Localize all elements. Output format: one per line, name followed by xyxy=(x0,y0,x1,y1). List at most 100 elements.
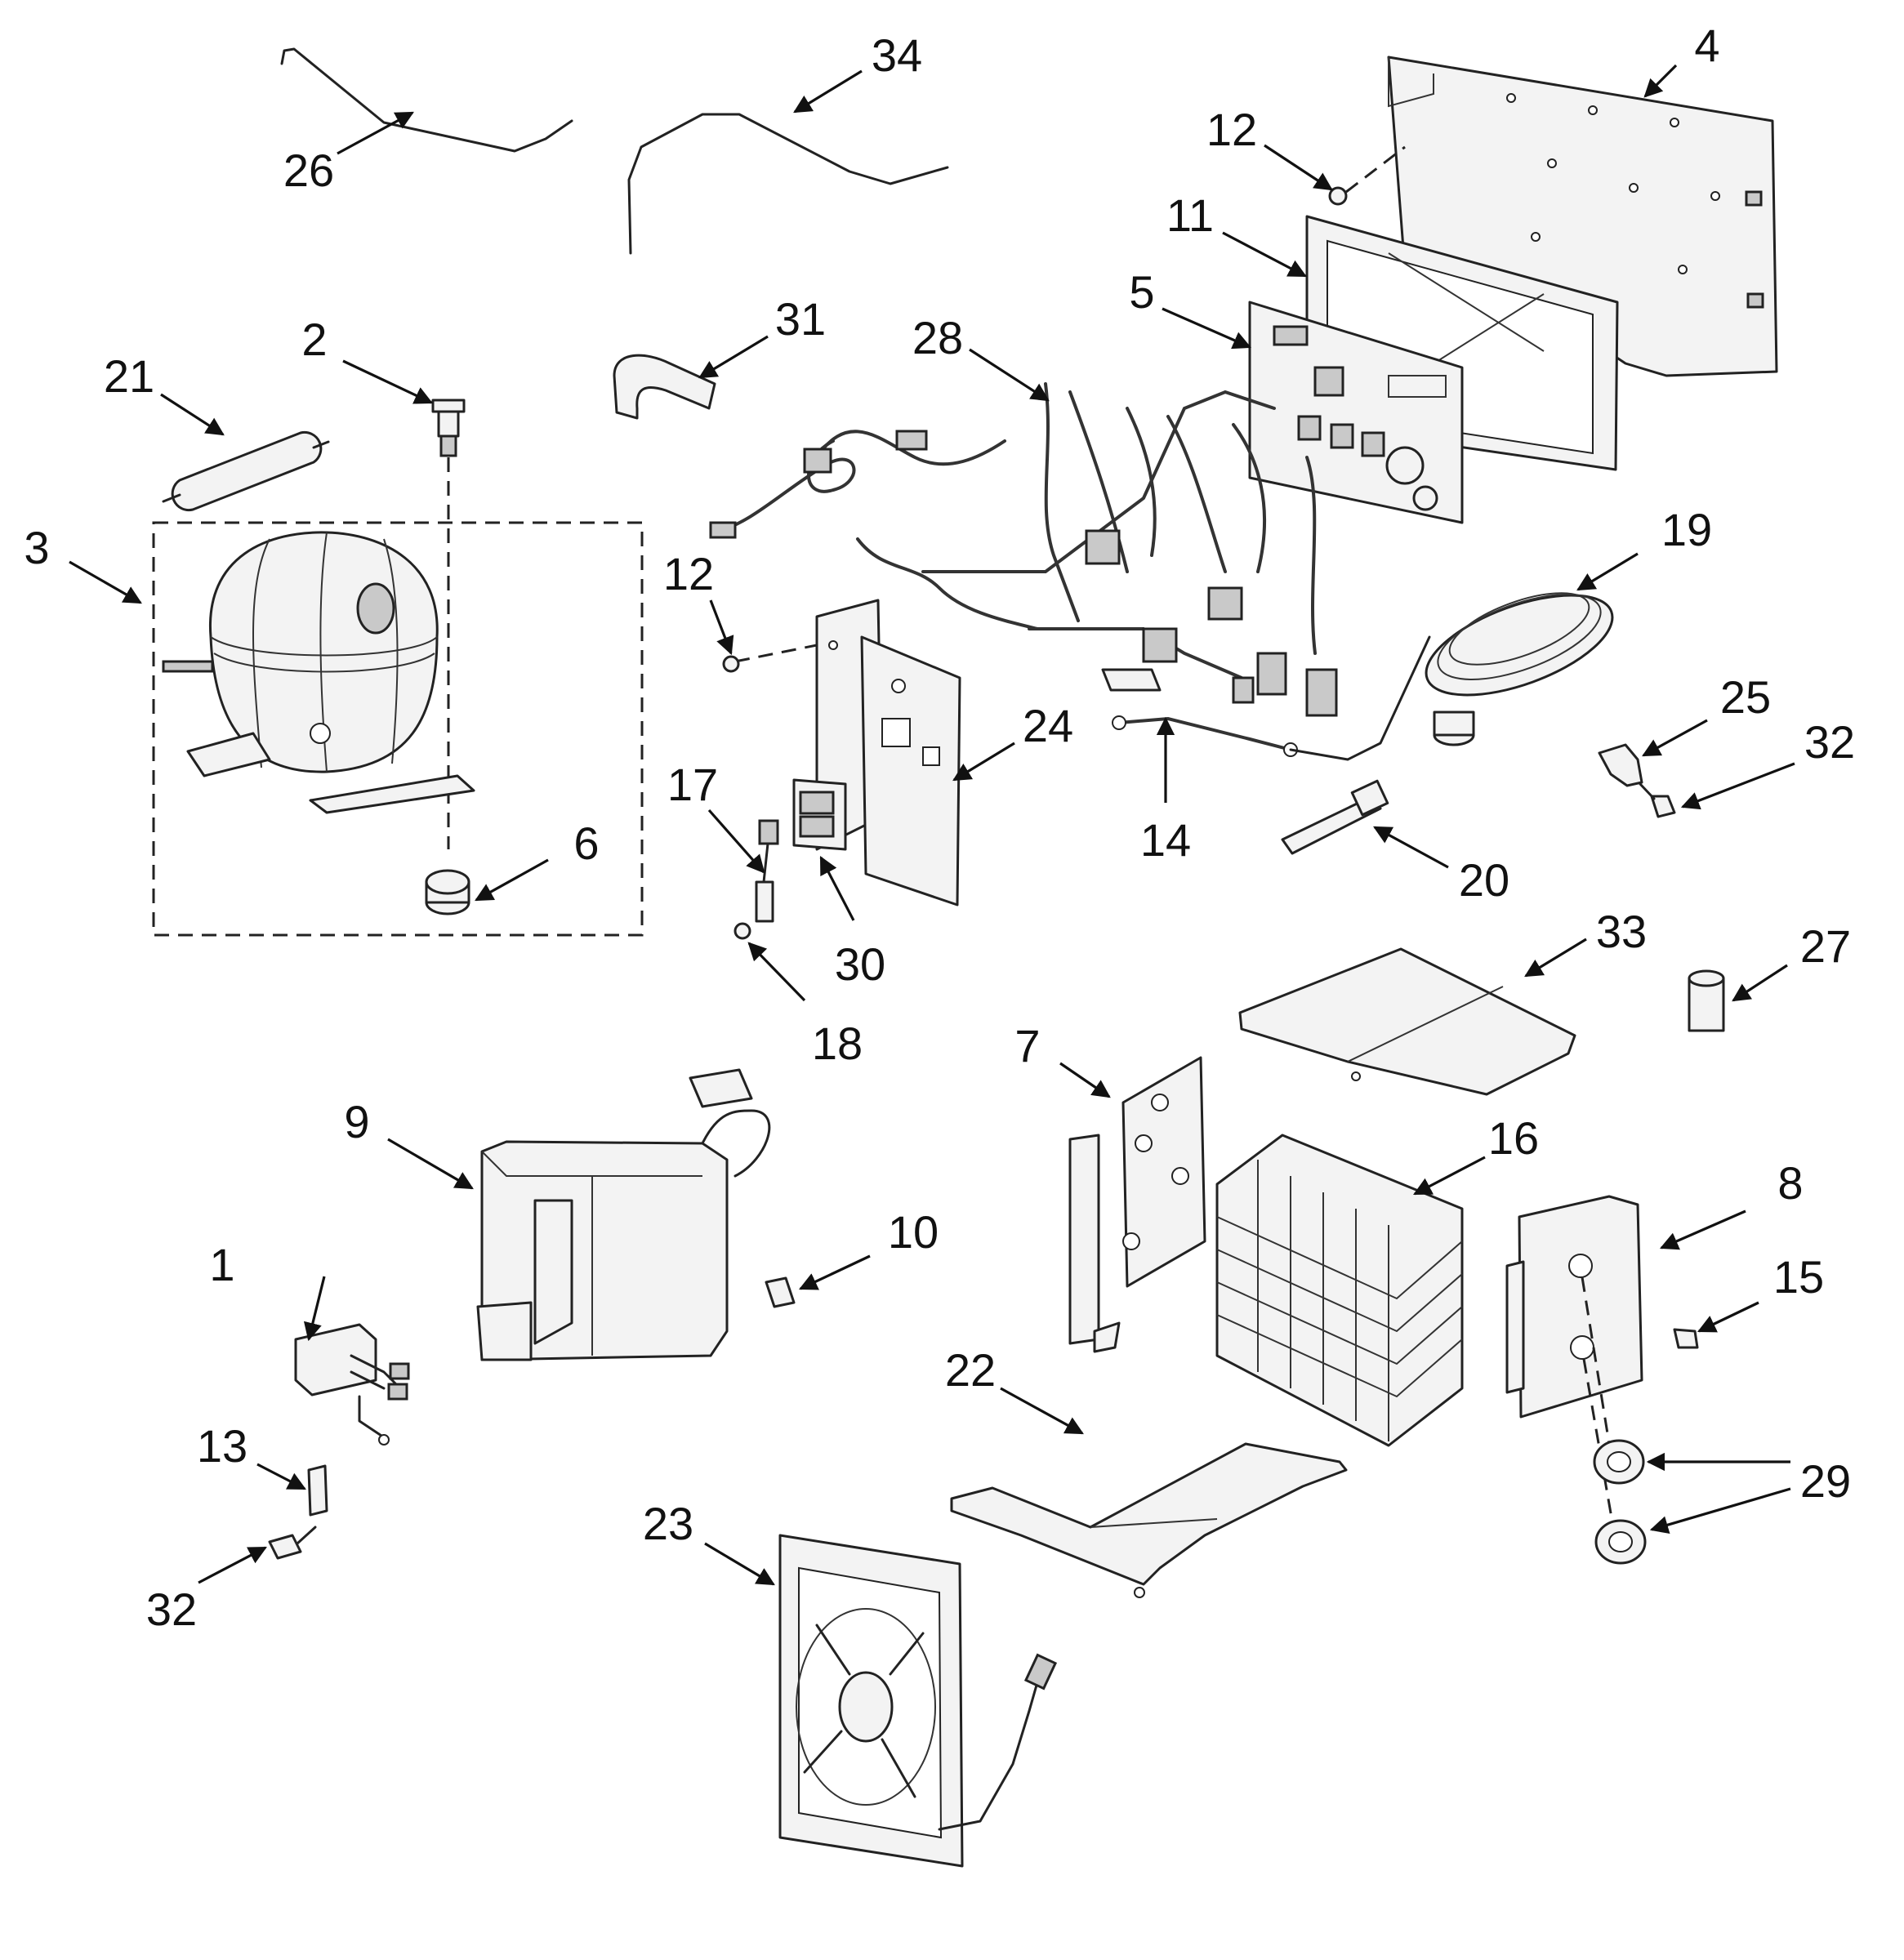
leader-5 xyxy=(1162,307,1252,350)
callout-12-left: 12 xyxy=(663,548,714,599)
part-28-wire-harness xyxy=(709,382,1338,717)
part-33-cover xyxy=(1238,947,1576,1096)
leader-23 xyxy=(704,1542,775,1586)
callout-13: 13 xyxy=(197,1420,247,1472)
part-1-relay xyxy=(294,1323,410,1446)
leader-30 xyxy=(819,856,855,921)
callout-14: 14 xyxy=(1140,814,1191,866)
part-3-compressor xyxy=(162,531,475,814)
leader-27 xyxy=(1732,964,1788,1002)
part-12-screw-left xyxy=(722,655,740,673)
part-32-screw-right xyxy=(1639,782,1676,818)
callout-19: 19 xyxy=(1661,504,1712,555)
leader-33 xyxy=(1524,938,1587,978)
leader-1 xyxy=(303,1276,326,1342)
callout-leaders xyxy=(69,64,1795,1586)
part-13-plate xyxy=(307,1464,328,1517)
leader-12b xyxy=(709,599,734,656)
callout-17: 17 xyxy=(667,759,718,810)
callout-20: 20 xyxy=(1459,854,1509,906)
part-31-hose xyxy=(613,354,716,420)
callout-16: 16 xyxy=(1488,1112,1539,1164)
callout-10: 10 xyxy=(888,1206,939,1258)
part-14-ground-wire xyxy=(1112,715,1298,757)
callout-28: 28 xyxy=(912,312,963,363)
leader-20 xyxy=(1373,826,1449,869)
leader-2 xyxy=(342,359,434,404)
leader-32a xyxy=(1680,762,1795,810)
part-7-side-plate xyxy=(1068,1056,1206,1353)
callout-5: 5 xyxy=(1129,266,1154,318)
part-10-screw xyxy=(765,1276,796,1308)
part-18-screw xyxy=(734,922,751,940)
leader-11 xyxy=(1222,231,1307,278)
part-30-switch xyxy=(792,778,847,851)
callout-29: 29 xyxy=(1800,1455,1851,1507)
callout-22: 22 xyxy=(945,1344,996,1396)
callout-1: 1 xyxy=(209,1239,234,1290)
leader-19 xyxy=(1576,552,1639,591)
part-15-screw xyxy=(1673,1328,1699,1349)
callout-33: 33 xyxy=(1596,906,1647,957)
callout-32-right: 32 xyxy=(1804,716,1855,768)
part-34-tube xyxy=(627,113,949,255)
callout-4: 4 xyxy=(1694,20,1719,71)
leader-26 xyxy=(337,111,414,155)
part-3-assembly-box xyxy=(152,521,644,937)
callout-21: 21 xyxy=(104,350,154,402)
leader-8 xyxy=(1659,1209,1746,1250)
leader-7 xyxy=(1059,1062,1111,1098)
leader-3 xyxy=(69,560,142,604)
part-19-heater xyxy=(1289,592,1614,761)
callout-30: 30 xyxy=(835,938,885,990)
part-9-duct xyxy=(476,1068,771,1361)
leader-28 xyxy=(969,348,1050,402)
leader-4 xyxy=(1643,64,1678,98)
leader-9 xyxy=(387,1138,474,1190)
leader-13 xyxy=(256,1463,306,1490)
part-29-grommets xyxy=(1593,1439,1647,1565)
callout-34: 34 xyxy=(872,29,922,81)
callout-9: 9 xyxy=(344,1096,369,1147)
callout-24: 24 xyxy=(1023,700,1073,751)
part-27-sleeve xyxy=(1688,969,1725,1032)
part-5-control-board xyxy=(1248,301,1464,524)
callout-27: 27 xyxy=(1800,920,1851,972)
part-20-tie-strap xyxy=(1281,779,1389,855)
leader-6 xyxy=(475,858,549,902)
leader-25 xyxy=(1642,719,1708,757)
callout-labels: 1 2 3 4 5 6 7 8 9 10 11 12 12 13 14 15 1… xyxy=(24,20,1855,1635)
part-32-screw-left xyxy=(268,1526,317,1560)
part-17-thermistor xyxy=(755,819,779,923)
leader-29b xyxy=(1649,1487,1791,1535)
callout-6: 6 xyxy=(573,817,599,869)
part-2-stud xyxy=(431,399,466,457)
leader-22 xyxy=(1000,1387,1084,1435)
leader-10 xyxy=(798,1254,871,1290)
callout-8: 8 xyxy=(1777,1157,1803,1209)
leader-18 xyxy=(747,942,806,1002)
leader-12a xyxy=(1264,144,1333,191)
leader-34 xyxy=(793,69,863,114)
callout-11: 11 xyxy=(1166,189,1214,241)
callout-3: 3 xyxy=(24,522,49,573)
part-8-right-plate xyxy=(1505,1195,1643,1528)
callout-18: 18 xyxy=(812,1018,863,1069)
part-16-evaporator xyxy=(1215,1134,1464,1447)
leader-21 xyxy=(160,393,225,436)
part-26-tube xyxy=(280,47,573,153)
leader-31 xyxy=(698,335,769,379)
callout-32-left: 32 xyxy=(146,1584,197,1635)
callout-23: 23 xyxy=(643,1498,693,1549)
leader-16 xyxy=(1413,1156,1486,1196)
part-24-bracket xyxy=(734,599,961,906)
leader-24 xyxy=(952,742,1015,782)
callout-15: 15 xyxy=(1773,1251,1824,1303)
leader-15 xyxy=(1697,1301,1759,1333)
callout-26: 26 xyxy=(283,145,334,196)
part-22-bottom-plate xyxy=(950,1442,1348,1598)
part-21-drier xyxy=(162,430,330,512)
part-6-grommet xyxy=(425,869,470,915)
callout-12-top: 12 xyxy=(1206,104,1257,155)
